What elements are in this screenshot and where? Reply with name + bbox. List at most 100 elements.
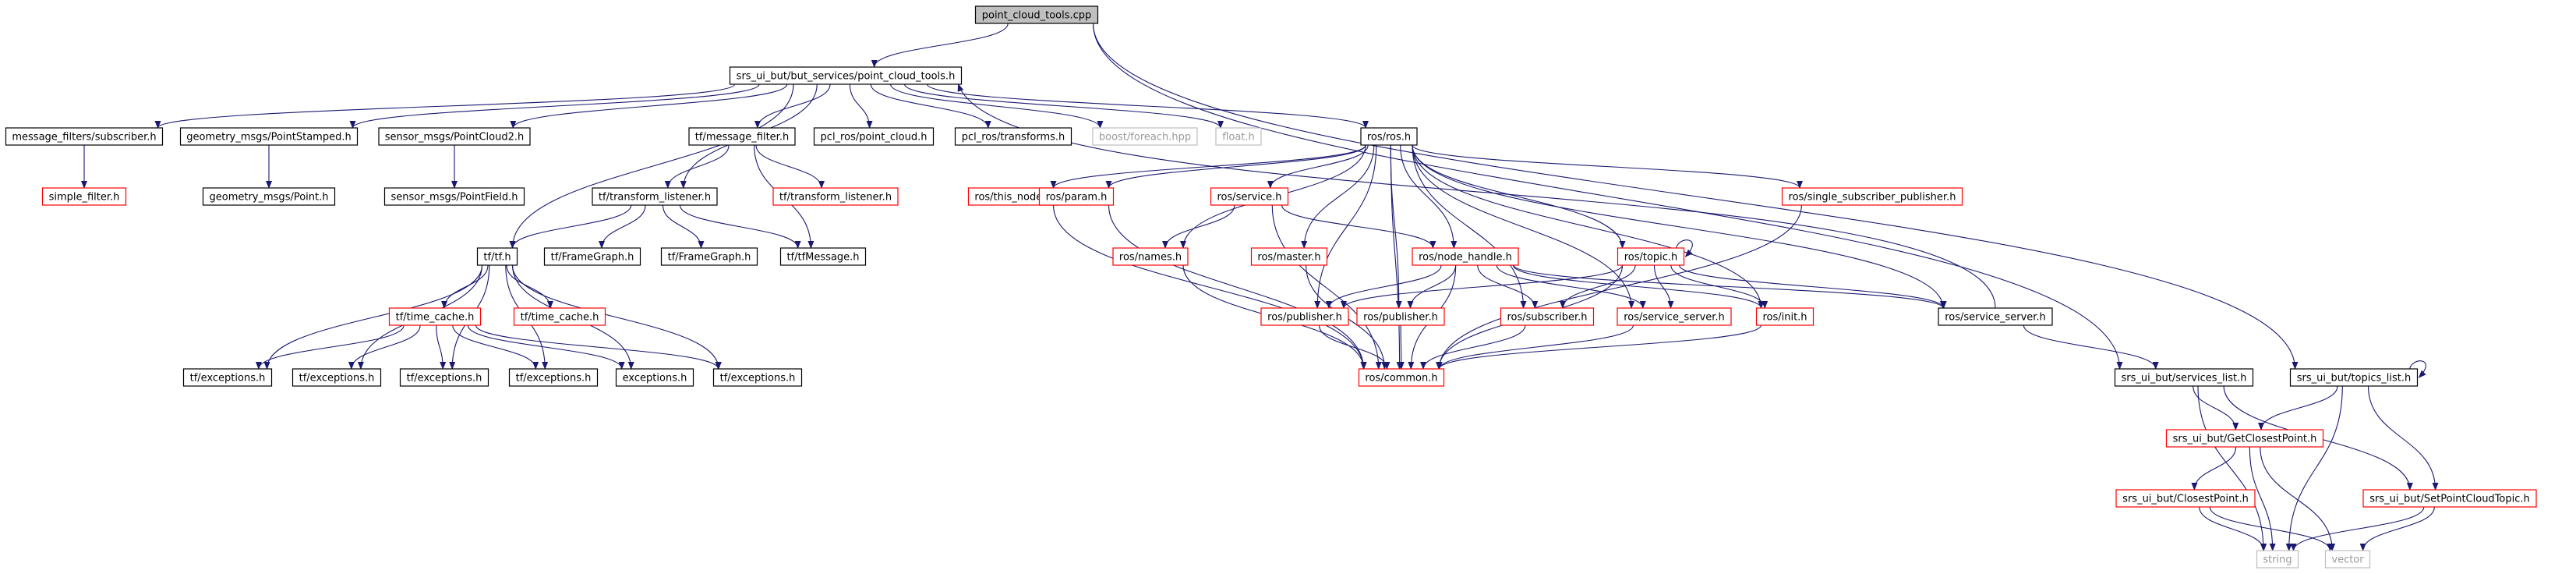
- node-services-list[interactable]: srs_ui_but/services_list.h: [2114, 368, 2254, 387]
- node-pcl-pc[interactable]: pcl_ros/point_cloud.h: [813, 127, 935, 146]
- node-label: sensor_msgs/PointCloud2.h: [385, 132, 524, 144]
- node-ros-ss[interactable]: ros/service_server.h: [1617, 307, 1732, 326]
- node-ros-this-node[interactable]: ros/this_node.h: [967, 187, 1059, 206]
- node-label: geometry_msgs/Point.h: [210, 192, 329, 204]
- node-tf-tfmsg[interactable]: tf/tfMessage.h: [779, 247, 867, 266]
- node-tf-fg1[interactable]: tf/FrameGraph.h: [543, 247, 641, 266]
- node-ros-pub2[interactable]: ros/publisher.h: [1356, 307, 1445, 326]
- node-label: tf/exceptions.h: [720, 373, 796, 384]
- edge-ros-topic-to-ros-subscriber: [1559, 264, 1636, 309]
- edge-services-list-to-string: [2197, 385, 2267, 551]
- edge-root-to-topics-list: [1092, 23, 2299, 370]
- edge-tf-tl-to-tf-fg2: [662, 204, 705, 249]
- edge-ros-ros-to-ros-init: [1412, 144, 1765, 309]
- node-exc[interactable]: exceptions.h: [615, 368, 694, 387]
- node-tf-tl-red[interactable]: tf/transform_listener.h: [772, 187, 899, 206]
- node-ros-common[interactable]: ros/common.h: [1358, 368, 1445, 387]
- edge-topics-list-to-string: [2285, 385, 2343, 551]
- node-box: [1358, 368, 1445, 387]
- edge-cp-to-string: [2199, 506, 2267, 551]
- node-sm-pf[interactable]: sensor_msgs/PointField.h: [383, 187, 525, 206]
- node-ros-service[interactable]: ros/service.h: [1210, 187, 1289, 206]
- node-ros-init[interactable]: ros/init.h: [1755, 307, 1815, 326]
- edge-ros-ros-to-ros-subscriber: [1412, 144, 1527, 309]
- edge-tf-tc-red-to-tf-exc2: [348, 324, 421, 370]
- node-ros-ros[interactable]: ros/ros.h: [1360, 127, 1418, 146]
- edge-cp-to-vector: [2209, 506, 2334, 551]
- node-pct-h[interactable]: srs_ui_but/but_services/point_cloud_tool…: [729, 66, 963, 85]
- edge-ros-param-to-ros-common: [1108, 204, 1367, 370]
- node-string[interactable]: string: [2256, 550, 2299, 569]
- node-label: ros/common.h: [1365, 373, 1437, 384]
- node-root[interactable]: point_cloud_tools.cpp: [974, 5, 1099, 24]
- node-ros-nh[interactable]: ros/node_handle.h: [1412, 247, 1519, 266]
- edges-layer: [81, 23, 2439, 551]
- node-sm-pc2[interactable]: sensor_msgs/PointCloud2.h: [378, 127, 531, 146]
- edge-ros-service-to-ros-names: [1162, 204, 1235, 249]
- edge-ros-topic-to-ros-pub1: [1341, 264, 1624, 309]
- node-label: srs_ui_but/ClosestPoint.h: [2122, 494, 2249, 505]
- node-ros-subscriber[interactable]: ros/subscriber.h: [1500, 307, 1595, 326]
- node-mf-sub[interactable]: message_filters/subscriber.h: [5, 127, 164, 146]
- edge-pct-h-to-boost-fe: [890, 83, 1104, 129]
- nodes-layer: point_cloud_tools.cpp srs_ui_but/but_serv…: [5, 5, 2537, 569]
- node-boost-fe[interactable]: boost/foreach.hpp: [1092, 127, 1198, 146]
- node-tf-exc4[interactable]: tf/exceptions.h: [508, 368, 599, 387]
- edge-ros-nh-to-ros-pub2: [1407, 264, 1457, 309]
- node-ros-topic[interactable]: ros/topic.h: [1617, 247, 1685, 266]
- node-gm-point[interactable]: geometry_msgs/Point.h: [202, 187, 336, 206]
- edge-tf-tf-to-tf-tc-red2: [506, 264, 553, 309]
- node-cp[interactable]: srs_ui_but/ClosestPoint.h: [2115, 489, 2256, 508]
- node-tf-tl[interactable]: tf/transform_listener.h: [592, 187, 718, 206]
- edge-ros-ros-to-ros-topic: [1412, 144, 1626, 249]
- node-box: [383, 187, 525, 206]
- node-label: ros/master.h: [1257, 252, 1320, 264]
- node-box: [1356, 307, 1445, 326]
- node-tf-tc-red[interactable]: tf/time_cache.h: [388, 307, 482, 326]
- node-float-h[interactable]: float.h: [1215, 127, 1262, 146]
- node-label: ros/service_server.h: [1624, 312, 1725, 324]
- node-vector[interactable]: vector: [2324, 550, 2371, 569]
- node-tf-exc3[interactable]: tf/exceptions.h: [399, 368, 489, 387]
- node-tf-exc2[interactable]: tf/exceptions.h: [292, 368, 382, 387]
- node-label: ros/this_node.h: [974, 192, 1051, 204]
- node-spct[interactable]: srs_ui_but/SetPointCloudTopic.h: [2362, 489, 2537, 508]
- node-topics-list[interactable]: srs_ui_but/topics_list.h: [2289, 368, 2419, 387]
- node-box: [5, 127, 164, 146]
- edge-ros-nh-to-ros-srv-server: [1513, 264, 1946, 309]
- node-tf-exc1[interactable]: tf/exceptions.h: [182, 368, 273, 387]
- edge-tf-mf-to-tf-tl: [664, 144, 730, 189]
- node-label: srs_ui_but/but_services/point_cloud_tool…: [737, 71, 956, 83]
- node-ros-names[interactable]: ros/names.h: [1112, 247, 1189, 266]
- node-ros-param[interactable]: ros/param.h: [1038, 187, 1115, 206]
- node-label: ros/ros.h: [1367, 132, 1411, 144]
- edge-ros-ros-to-ros-common: [1390, 144, 1403, 370]
- node-label: geometry_msgs/PointStamped.h: [186, 132, 351, 144]
- edge-tf-tc-red-to-exc: [467, 324, 625, 370]
- node-ros-srv-server[interactable]: ros/service_server.h: [1938, 307, 2053, 326]
- node-ros-master[interactable]: ros/master.h: [1250, 247, 1328, 266]
- node-gm-ps[interactable]: geometry_msgs/PointStamped.h: [179, 127, 359, 146]
- node-gcp[interactable]: srs_ui_but/GetClosestPoint.h: [2165, 429, 2324, 448]
- node-tf-tc-red2[interactable]: tf/time_cache.h: [513, 307, 606, 326]
- node-label: tf/exceptions.h: [407, 373, 482, 384]
- node-box: [1215, 127, 1262, 146]
- node-label: ros/service.h: [1217, 192, 1281, 204]
- edge-tf-mf-to-tf-tl-red: [755, 144, 825, 189]
- node-tf-tf[interactable]: tf/tf.h: [476, 247, 518, 266]
- edge-ros-ss-to-ros-common: [1436, 324, 1634, 370]
- node-box: [1210, 187, 1289, 206]
- edge-ros-ros-to-ros-srv-server: [1412, 144, 1946, 309]
- node-ros-single-sub[interactable]: ros/single_subscriber_publisher.h: [1781, 187, 1963, 206]
- node-simple-filter[interactable]: simple_filter.h: [41, 187, 127, 206]
- node-pcl-tr[interactable]: pcl_ros/transforms.h: [954, 127, 1072, 146]
- node-label: float.h: [1222, 132, 1255, 144]
- node-tf-mf[interactable]: tf/message_filter.h: [688, 127, 796, 146]
- node-label: tf/transform_listener.h: [599, 192, 711, 204]
- node-tf-fg2[interactable]: tf/FrameGraph.h: [660, 247, 758, 266]
- node-ros-pub1[interactable]: ros/publisher.h: [1260, 307, 1349, 326]
- edge-ros-nh-to-ros-pub1: [1325, 264, 1442, 309]
- node-tf-exc5[interactable]: tf/exceptions.h: [712, 368, 803, 387]
- edge-ros-srv-server-to-services-list: [2023, 324, 2159, 370]
